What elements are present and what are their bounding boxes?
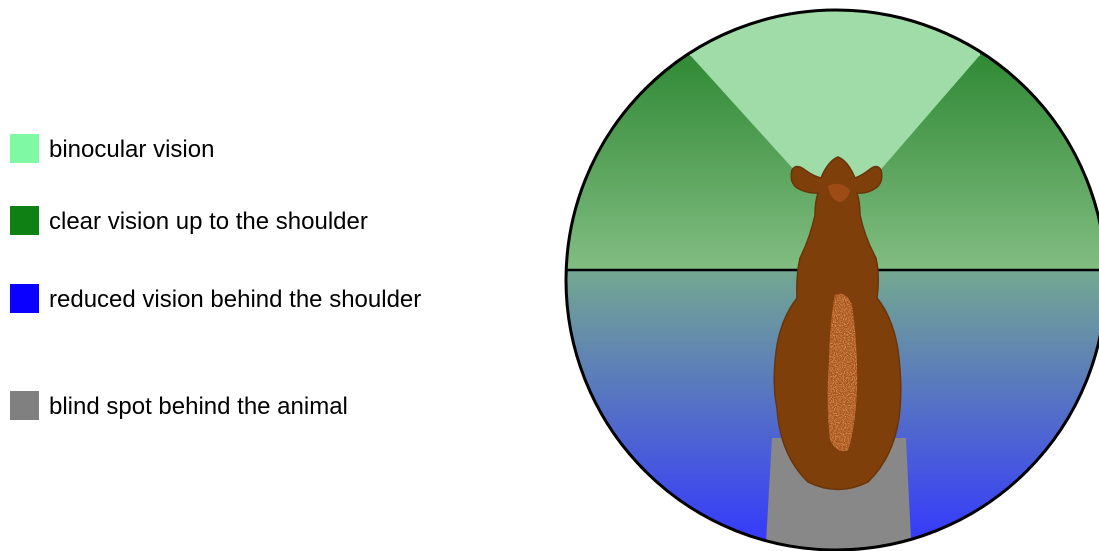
- figure-canvas: binocular vision clear vision up to the …: [0, 0, 1099, 551]
- field-of-vision-diagram: [0, 0, 1099, 551]
